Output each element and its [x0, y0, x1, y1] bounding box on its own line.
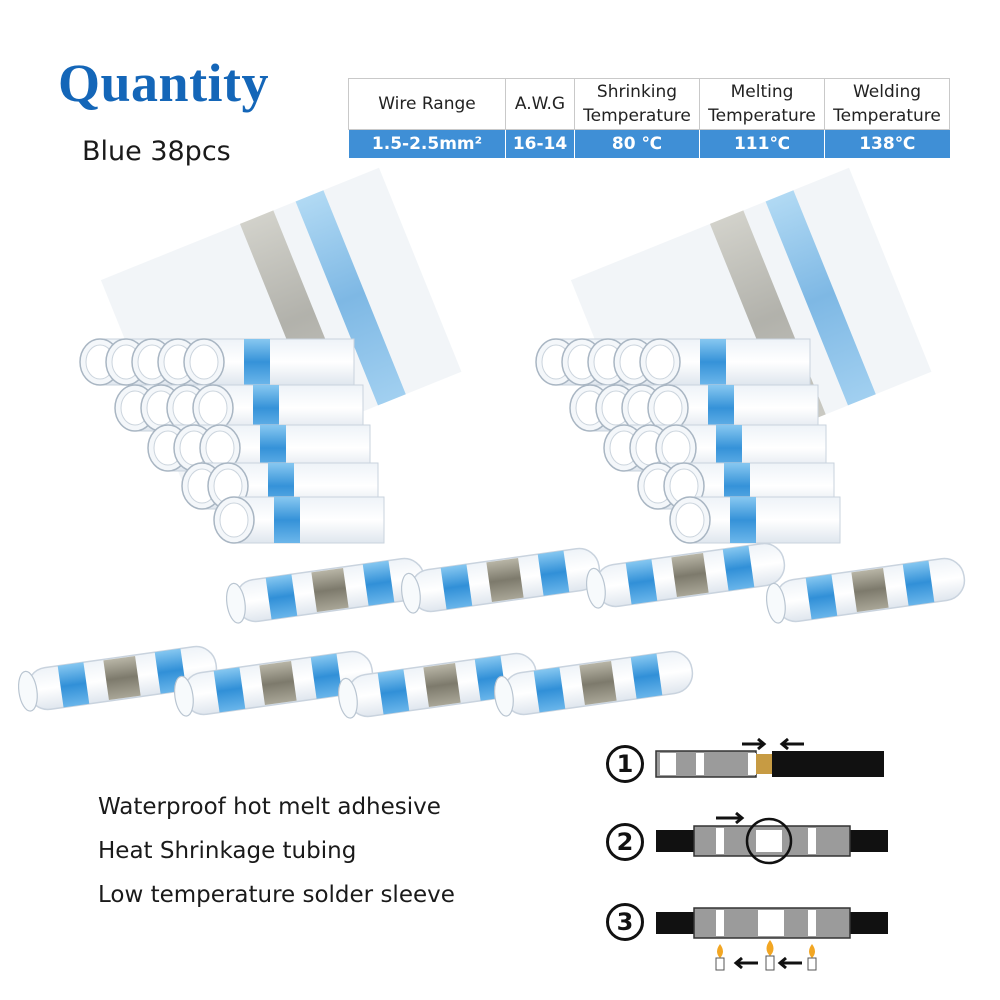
feature-list: Waterproof hot melt adhesive Heat Shrink…: [98, 788, 455, 920]
specs-table: Wire Range A.W.G Shrinking Temperature M…: [348, 78, 950, 158]
value-shrinking-temperature: 80 ℃: [574, 129, 700, 158]
page-title: Quantity: [58, 53, 270, 113]
step-2-diagram: [656, 811, 888, 865]
header-wire-range: Wire Range: [348, 78, 506, 130]
specs-value-row: 1.5-2.5mm² 16-14 80 ℃ 111℃ 138℃: [348, 129, 950, 158]
feature-item: Heat Shrinkage tubing: [98, 838, 357, 864]
header-welding-temperature: Welding Temperature: [824, 78, 950, 130]
connector-bundle-right: [535, 167, 932, 544]
loose-connectors: [15, 540, 968, 722]
value-awg: 16-14: [505, 129, 575, 158]
header-shrinking-temperature: Shrinking Temperature: [574, 78, 700, 130]
step-3-badge: 3: [606, 903, 644, 941]
specs-header-row: Wire Range A.W.G Shrinking Temperature M…: [348, 78, 950, 130]
step-1-badge: 1: [606, 745, 644, 783]
feature-item: Low temperature solder sleeve: [98, 882, 455, 908]
feature-item: Waterproof hot melt adhesive: [98, 794, 441, 820]
quantity-label: Blue 38pcs: [82, 136, 231, 167]
connector-bundle-left: [79, 167, 462, 544]
step-3-diagram: [656, 907, 888, 971]
value-welding-temperature: 138℃: [824, 129, 950, 158]
header-melting-temperature: Melting Temperature: [699, 78, 825, 130]
step-2-badge: 2: [606, 823, 644, 861]
value-wire-range: 1.5-2.5mm²: [348, 129, 506, 158]
step-1-diagram: [655, 737, 884, 778]
value-melting-temperature: 111℃: [699, 129, 825, 158]
